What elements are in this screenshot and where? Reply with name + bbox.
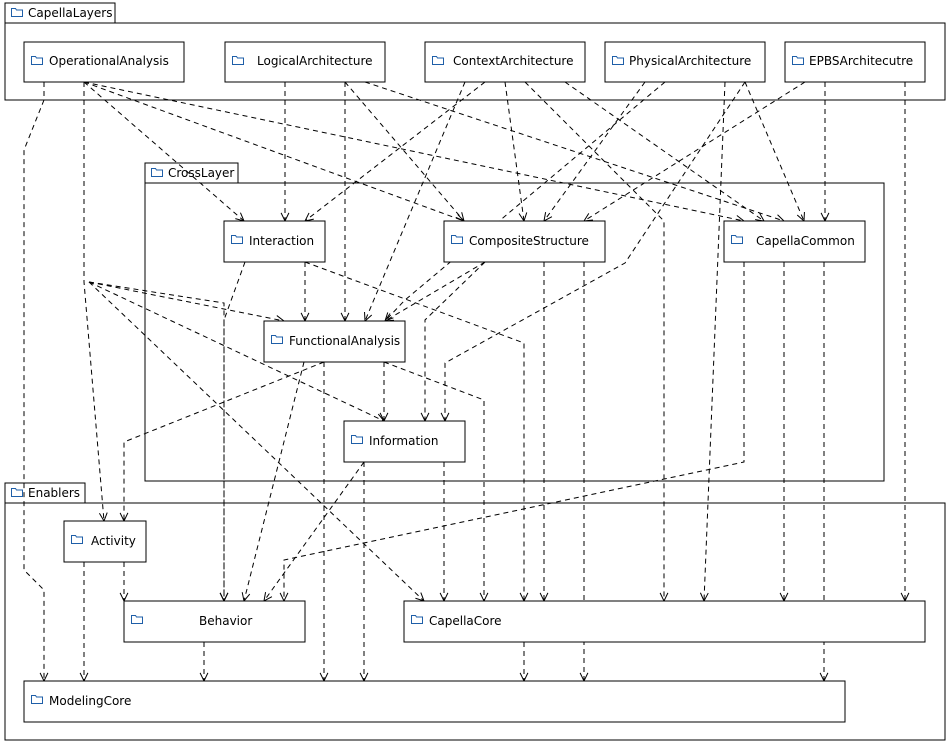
edge-epbs-compositestructure	[583, 81, 806, 222]
edge-pa-capellacommon	[744, 81, 805, 222]
package-label: CompositeStructure	[469, 234, 589, 248]
edge-cs-functionalanalysis	[384, 261, 486, 322]
edge-oa-modelingcore	[23, 82, 45, 681]
dependency-edges	[23, 81, 910, 683]
package-interaction[interactable]: Interaction	[223, 220, 326, 263]
package-physical-architecture[interactable]: PhysicalArchitecture	[604, 41, 766, 83]
edge-ca-capellacore	[524, 81, 665, 601]
package-label: Activity	[91, 534, 136, 548]
edge-cs-information	[424, 261, 486, 421]
package-epbs-architecture[interactable]: EPBSArchitecutre	[784, 41, 926, 83]
edge-ca-capellacommon	[564, 81, 765, 222]
package-label: ContextArchitecture	[453, 54, 573, 68]
package-logical-architecture[interactable]: LogicalArchitecture	[224, 41, 386, 83]
edge-oa-capellacommon	[83, 81, 745, 222]
edge-ca-functionalanalysis	[364, 81, 466, 322]
cross-layer-container: CrossLayer	[144, 162, 885, 482]
edge-pa-information	[444, 81, 746, 421]
package-context-architecture[interactable]: ContextArchitecture	[424, 41, 586, 83]
package-label: Information	[369, 434, 438, 448]
package-label: PhysicalArchitecture	[629, 54, 751, 68]
edge-info-behavior	[263, 461, 365, 602]
edge-oa-activity	[83, 82, 105, 522]
edge-oa-functionalanalysis	[88, 281, 285, 322]
package-capella-core[interactable]: CapellaCore	[403, 600, 926, 643]
package-label: FunctionalAnalysis	[289, 334, 400, 348]
package-label: CapellaCommon	[756, 234, 855, 248]
package-behavior[interactable]: Behavior	[123, 600, 306, 643]
container-label-enablers: Enablers	[28, 486, 80, 500]
edge-int-capellacore	[304, 261, 525, 601]
edge-la-compositestructure	[344, 81, 465, 222]
package-capella-common[interactable]: CapellaCommon	[723, 220, 866, 263]
package-label: LogicalArchitecture	[257, 54, 373, 68]
package-composite-structure[interactable]: CompositeStructure	[443, 220, 606, 263]
edge-ca-interaction	[304, 81, 486, 222]
edge-pa-capellacore	[703, 81, 726, 602]
package-label: ModelingCore	[49, 694, 131, 708]
package-activity[interactable]: Activity	[63, 520, 147, 563]
edge-la-capellacommon	[364, 81, 785, 222]
package-modeling-core[interactable]: ModelingCore	[23, 680, 846, 723]
package-label: Interaction	[249, 234, 314, 248]
package-label: OperationalAnalysis	[49, 54, 169, 68]
package-label: CapellaCore	[429, 614, 502, 628]
edge-oa-information	[88, 281, 385, 422]
edge-cc-behavior	[283, 262, 745, 601]
container-label-cross-layer: CrossLayer	[168, 166, 234, 180]
package-operational-analysis[interactable]: OperationalAnalysis	[23, 41, 185, 83]
edge-int-behavior	[223, 261, 246, 601]
edge-oa-compositestructure	[83, 81, 465, 222]
package-functional-analysis[interactable]: FunctionalAnalysis	[263, 320, 406, 363]
package-label: Behavior	[199, 614, 252, 628]
container-label-capella-layers: CapellaLayers	[28, 6, 112, 20]
package-label: EPBSArchitecutre	[809, 54, 913, 68]
package-information[interactable]: Information	[343, 420, 466, 463]
edge-pa-compositestructure	[543, 81, 646, 222]
